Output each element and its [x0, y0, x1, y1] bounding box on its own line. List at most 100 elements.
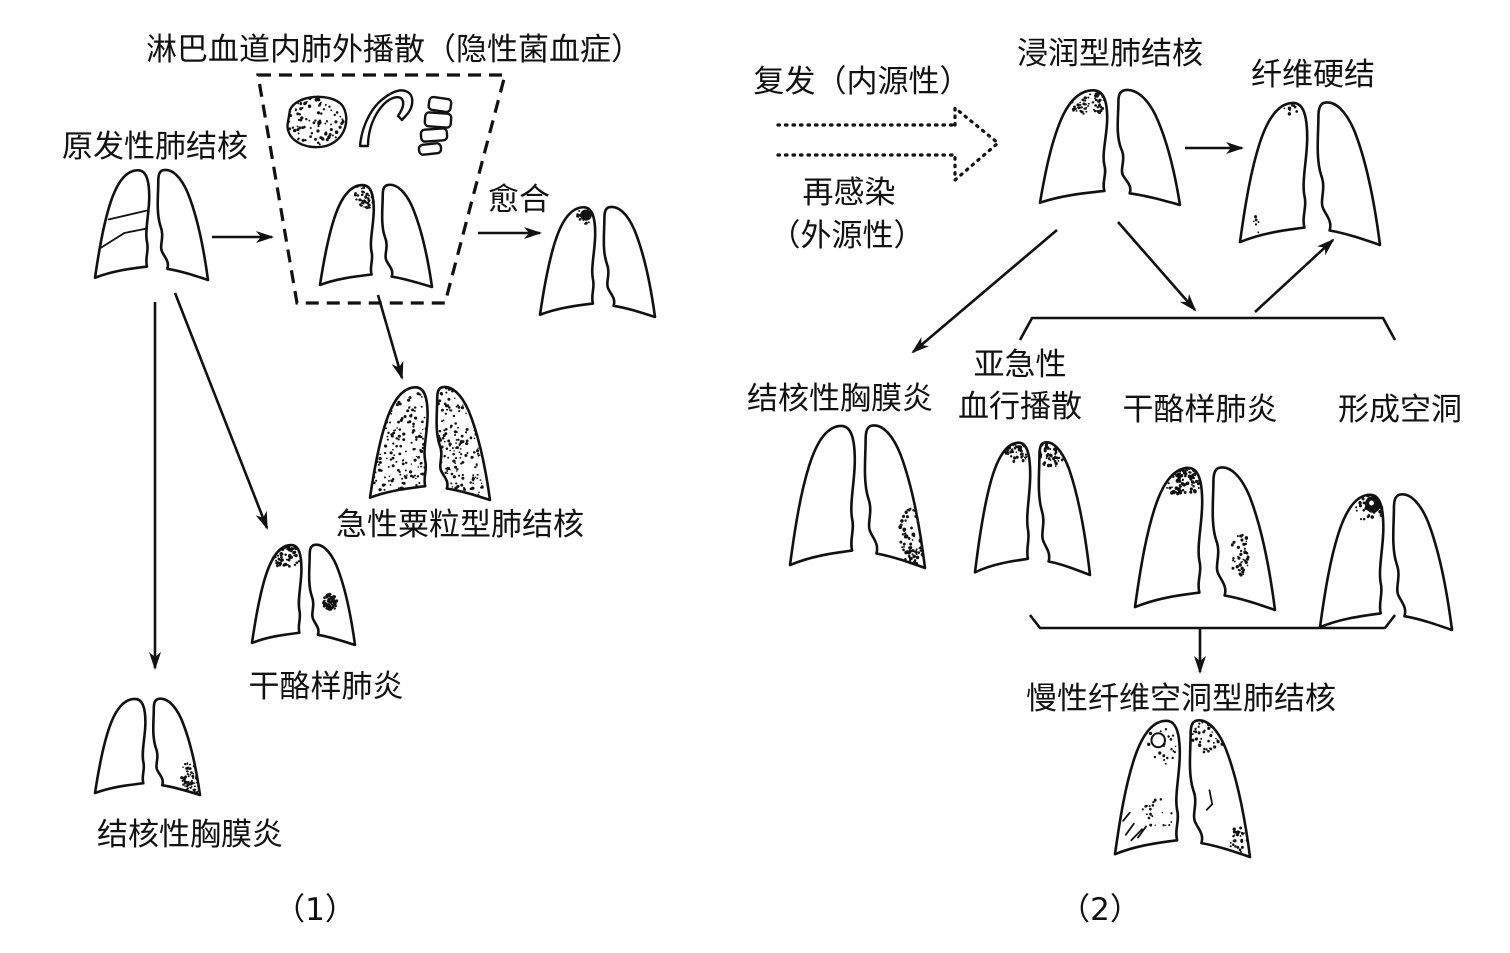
lesion-dot — [1047, 452, 1050, 456]
lesion-dot — [914, 550, 918, 554]
lesion-cluster — [576, 209, 590, 225]
lesion-dot — [453, 430, 458, 434]
lesion-dot — [1168, 486, 1172, 490]
right-lung — [370, 387, 428, 497]
lesion-dot — [445, 391, 448, 394]
lesion-dot — [415, 455, 418, 458]
lesion-dot — [279, 558, 283, 562]
lesion-dot — [1361, 497, 1365, 501]
lesion-dot — [397, 469, 400, 472]
lesion-dot — [308, 96, 312, 101]
lesion-dot — [473, 428, 477, 432]
lesion-dot — [460, 439, 463, 442]
lesion-dot — [1194, 727, 1197, 730]
lesion-dot — [1246, 838, 1249, 842]
lesion-dot — [384, 427, 388, 430]
lesion-dot — [1254, 223, 1258, 226]
lesion-dot — [386, 457, 388, 460]
lesion-dot — [307, 104, 312, 108]
lesion-dot — [391, 456, 395, 460]
lesion-dot — [287, 558, 291, 562]
lesion-dot — [1207, 726, 1211, 730]
lesion-dot — [330, 109, 333, 112]
lesion-dot — [1231, 843, 1235, 846]
lesion-dot — [196, 790, 199, 793]
lesion-dot — [410, 463, 413, 465]
lesion-dot — [400, 417, 404, 420]
lesion-dot — [444, 471, 447, 475]
lesion-dot — [390, 433, 394, 437]
lesion-dot — [367, 197, 370, 200]
lesion-dot — [1083, 96, 1087, 100]
lesion-dot — [909, 546, 913, 550]
lesion-dot — [452, 475, 457, 479]
lesion-dot — [1184, 474, 1187, 478]
lesion-dot — [333, 113, 336, 117]
lesion-dot — [1178, 491, 1182, 495]
lesion-dot — [360, 187, 363, 190]
lesion-dot — [919, 537, 922, 541]
lesion-dot — [1287, 112, 1292, 116]
lesion-dot — [1201, 721, 1204, 724]
lesion-dot — [1183, 491, 1187, 494]
lesion-dot — [1015, 455, 1019, 459]
lesion-dot — [183, 781, 187, 785]
lesion-dot — [287, 544, 291, 548]
lesion-dot — [1039, 452, 1041, 455]
lesion-dot — [1366, 493, 1370, 498]
lesion-dot — [1198, 722, 1201, 725]
lesion-dot — [1149, 813, 1152, 816]
lesion-dot — [905, 515, 909, 519]
lesion-dot — [289, 114, 293, 118]
lesion-dot — [1239, 573, 1243, 577]
lesion-dot — [448, 406, 451, 409]
healed-label: 愈合 — [488, 182, 550, 218]
lesion-dot — [387, 431, 390, 435]
lesion-dot — [446, 470, 449, 472]
lesion-dot — [1154, 824, 1156, 826]
lesion-dot — [182, 766, 184, 768]
lesion-dot — [411, 475, 415, 479]
lesion-dot — [395, 437, 398, 440]
lesion-dot — [319, 136, 323, 140]
fibrous-induration-label: 纤维硬结 — [1251, 57, 1375, 93]
lesion-dot — [474, 432, 477, 436]
lesion-dot — [325, 120, 328, 123]
lesion-dot — [446, 466, 451, 471]
lesion-dot — [465, 439, 469, 443]
arrow-primary-to-caseous — [173, 292, 269, 530]
lesion-dot — [1379, 513, 1383, 517]
lesion-dot — [1241, 566, 1244, 569]
lesion-dot — [473, 437, 476, 440]
lesion-dot — [1045, 457, 1048, 460]
lesion-dot — [409, 414, 413, 418]
lesion-dot — [461, 476, 465, 480]
oblique-fissure — [100, 228, 147, 248]
lesion-cluster — [1283, 104, 1299, 116]
lesion-dot — [186, 780, 190, 784]
lesion-dot — [1365, 502, 1369, 506]
lesion-dot — [914, 514, 918, 518]
lesion-dot — [902, 514, 906, 518]
lesion-dot — [1058, 456, 1061, 459]
lesion-dot — [320, 112, 323, 115]
lesion-dot — [1194, 479, 1198, 484]
lesion-dot — [383, 488, 386, 491]
left-lung — [158, 170, 208, 280]
lesion-dot — [1358, 501, 1362, 505]
lesion-dot — [1232, 559, 1234, 562]
lesion-dot — [443, 429, 446, 432]
lesion-dot — [476, 452, 480, 455]
lesion-dot — [193, 785, 196, 788]
lesion-dot — [1235, 564, 1239, 569]
lesion-dot — [1015, 451, 1018, 454]
lesion-dot — [465, 442, 469, 446]
lesion-dot — [1093, 109, 1097, 113]
lesion-dot — [329, 128, 333, 132]
lesion-dot — [378, 456, 382, 461]
lesion-cluster — [372, 392, 427, 492]
lesion-dot — [439, 460, 443, 464]
lesion-dot — [398, 428, 402, 431]
left-lung — [1213, 467, 1275, 610]
